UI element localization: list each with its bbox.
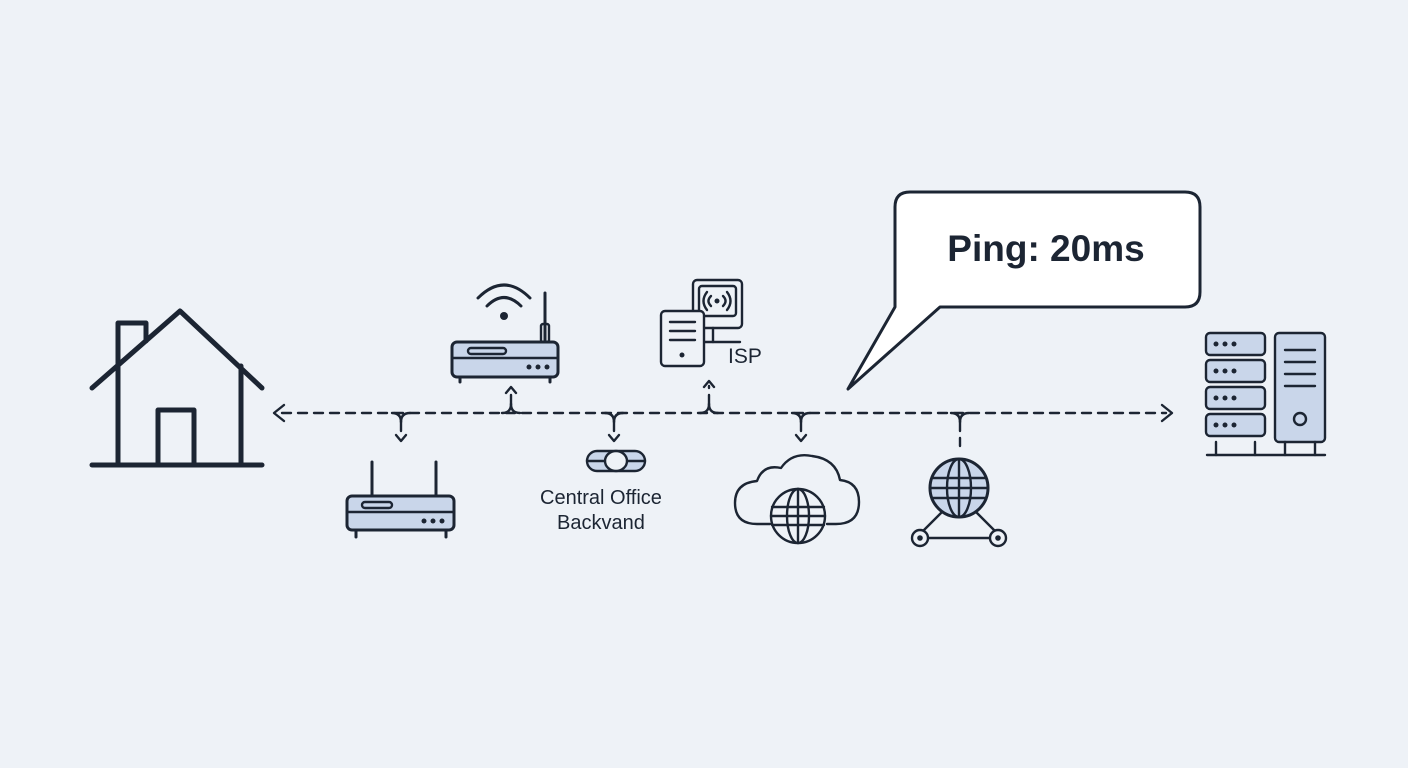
- cloud-globe-icon: [733, 454, 861, 545]
- isp-label: ISP: [728, 345, 762, 368]
- globe-network-icon: [910, 457, 1008, 548]
- ping-callout-text: Ping: 20ms: [947, 228, 1145, 269]
- wifi-router-icon: [450, 283, 560, 384]
- house-icon: [89, 308, 265, 468]
- isp-server-icon: [659, 278, 744, 368]
- central-office-label-line1: Central Office: [540, 487, 662, 509]
- central-office-label-line2: Backvand: [557, 512, 645, 534]
- branch-connectors: [390, 379, 971, 448]
- connection-path: [272, 403, 1174, 423]
- router-icon: [345, 460, 456, 539]
- server-rack-icon: [1204, 331, 1327, 457]
- cable-connector-icon: [585, 449, 647, 473]
- ping-callout-bubble: [846, 190, 1202, 391]
